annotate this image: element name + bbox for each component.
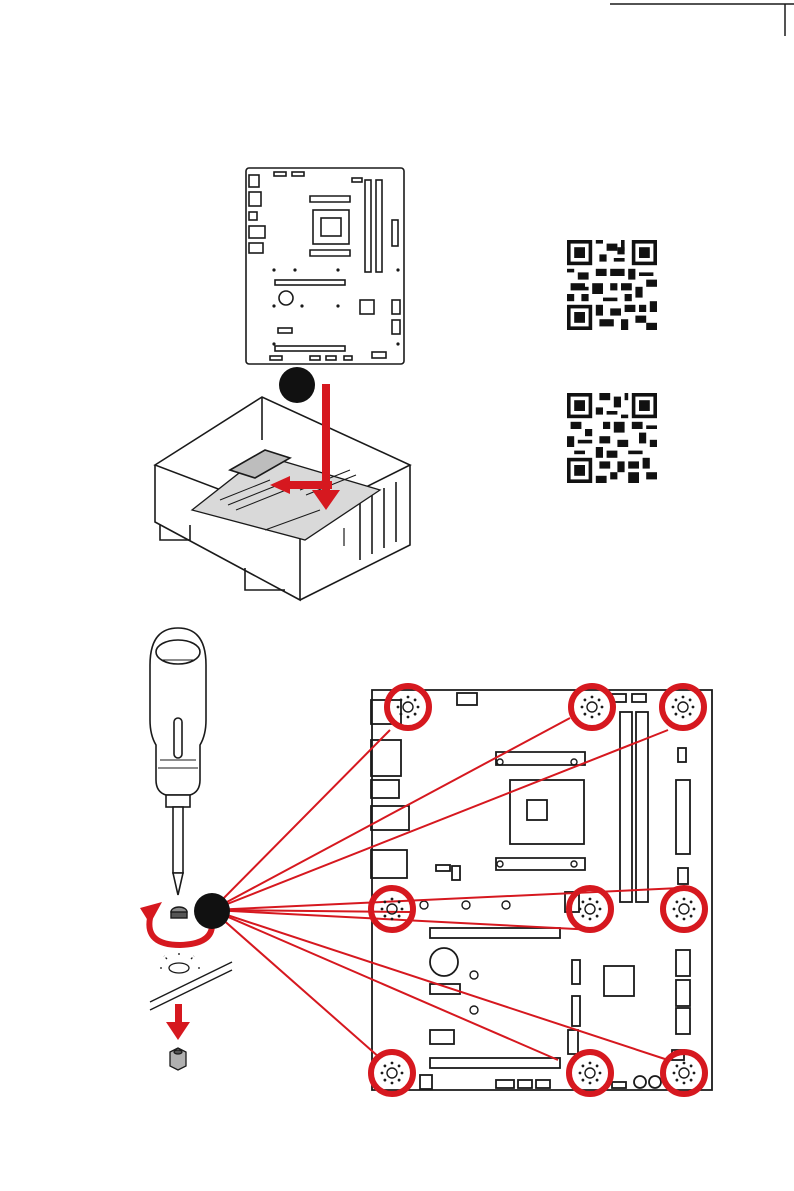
leader-line <box>212 910 380 1058</box>
step-badge-2 <box>194 893 230 929</box>
screw-location-marker <box>569 1052 611 1094</box>
leader-line <box>212 730 390 910</box>
screw-location-marker <box>571 686 613 728</box>
screw-location-marker <box>387 686 429 728</box>
leader-line <box>212 910 558 1060</box>
screw-location-marker <box>663 1052 705 1094</box>
leader-line <box>212 718 570 910</box>
screw-location-marker <box>371 888 413 930</box>
screw-location-marker <box>663 888 705 930</box>
leader-line <box>212 910 668 1060</box>
screw-location-marker <box>662 686 704 728</box>
screw-location-marker <box>371 1052 413 1094</box>
leader-line <box>212 730 668 910</box>
screw-location-marker <box>569 888 611 930</box>
